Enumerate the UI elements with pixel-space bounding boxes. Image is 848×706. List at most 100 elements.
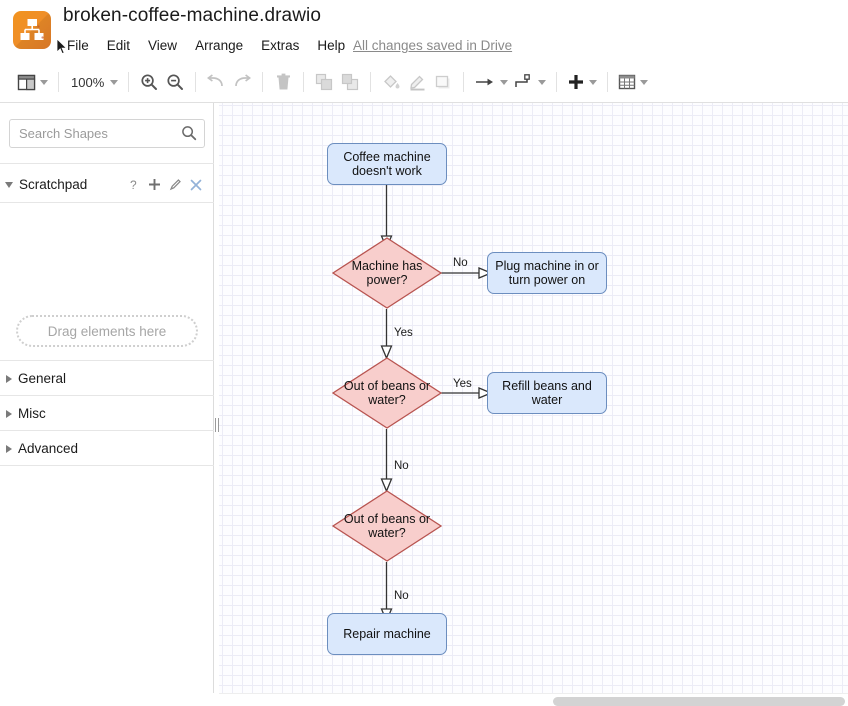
zoom-in-icon[interactable] — [136, 67, 162, 97]
node-label: Out of beans or water? — [343, 512, 431, 540]
sidebar-section-general[interactable]: General — [0, 361, 214, 396]
zoom-out-icon[interactable] — [162, 67, 188, 97]
scratchpad-add-icon[interactable] — [148, 178, 161, 191]
menu-extras[interactable]: Extras — [261, 38, 300, 53]
edge-label-power-yes: Yes — [394, 327, 413, 339]
sidebar-splitter[interactable] — [214, 103, 219, 706]
toolbar: 100% — [0, 62, 848, 103]
svg-text:?: ? — [130, 178, 137, 192]
sidebar-divider — [0, 430, 214, 431]
fill-color-icon[interactable] — [378, 67, 404, 97]
sidebar-section-misc[interactable]: Misc — [0, 396, 214, 431]
sidebar-section-scratchpad[interactable]: Scratchpad ? — [0, 167, 214, 202]
waypoints-caret-icon[interactable] — [538, 79, 547, 85]
sidebar-divider — [0, 395, 214, 396]
sidebar-splitter-grip[interactable] — [215, 418, 219, 432]
sidebar-divider — [0, 202, 214, 203]
sidebar-section-general-label: General — [18, 371, 67, 386]
flowchart-edges — [380, 185, 493, 623]
toolbar-separator — [370, 72, 372, 92]
node-plug-machine-in[interactable]: Plug machine in or turn power on — [487, 252, 607, 294]
edge-label-power-no: No — [453, 257, 468, 269]
scratchpad-edit-pencil-icon[interactable] — [169, 178, 182, 191]
shadow-icon[interactable] — [430, 67, 456, 97]
node-label: Plug machine in or turn power on — [495, 259, 599, 287]
send-to-back-icon[interactable] — [337, 67, 363, 97]
menu-view[interactable]: View — [148, 38, 178, 53]
node-out-of-beans-or-water-2[interactable]: Out of beans or water? — [332, 490, 442, 562]
shapes-sidebar: Search Shapes Scratchpad ? — [0, 103, 214, 706]
search-shapes-wrapper: Search Shapes — [9, 119, 205, 148]
horizontal-scrollbar[interactable] — [219, 693, 848, 706]
zoom-level-button[interactable]: 100% — [66, 67, 121, 97]
view-caret-icon[interactable] — [40, 79, 48, 85]
scratchpad-help-icon[interactable]: ? — [129, 178, 140, 192]
toolbar-separator — [463, 72, 465, 92]
drawio-logo-icon — [13, 11, 51, 49]
toolbar-separator — [303, 72, 305, 92]
table-grid-icon[interactable] — [615, 67, 651, 97]
bring-to-front-icon[interactable] — [311, 67, 337, 97]
scratchpad-dropzone[interactable]: Drag elements here — [16, 315, 198, 347]
sidebar-divider — [0, 360, 214, 361]
menu-arrange[interactable]: Arrange — [195, 38, 244, 53]
sidebar-divider — [0, 465, 214, 466]
chevron-right-icon[interactable] — [6, 374, 12, 383]
undo-icon[interactable] — [203, 67, 229, 97]
scratchpad-actions: ? — [129, 178, 202, 192]
flowchart: Coffee machine doesn't work Machine has … — [219, 103, 848, 706]
zoom-caret-icon[interactable] — [110, 79, 119, 85]
chevron-right-icon[interactable] — [6, 409, 12, 418]
search-input[interactable]: Search Shapes — [9, 119, 205, 148]
node-label: Machine has power? — [351, 259, 423, 287]
toolbar-separator — [195, 72, 197, 92]
toolbar-separator — [607, 72, 609, 92]
trash-icon[interactable] — [270, 67, 296, 97]
chevron-down-icon[interactable] — [5, 181, 13, 188]
table-caret-icon[interactable] — [640, 79, 649, 85]
connection-arrow-icon[interactable] — [471, 67, 511, 97]
redo-icon[interactable] — [229, 67, 255, 97]
scratchpad-close-icon[interactable] — [190, 179, 202, 191]
edge-label-beans2-no: No — [394, 590, 409, 602]
toolbar-separator — [262, 72, 264, 92]
edge-label-beans1-yes: Yes — [453, 378, 472, 390]
toolbar-separator — [58, 72, 59, 92]
node-out-of-beans-or-water-1[interactable]: Out of beans or water? — [332, 357, 442, 429]
diagram-canvas[interactable]: Coffee machine doesn't work Machine has … — [219, 103, 848, 706]
document-title: broken-coffee-machine.drawio — [63, 5, 322, 26]
mouse-cursor-icon — [56, 38, 68, 55]
toolbar-separator — [128, 72, 130, 92]
node-refill-beans-and-water[interactable]: Refill beans and water — [487, 372, 607, 414]
sidebar-section-advanced[interactable]: Advanced — [0, 431, 214, 466]
scratchpad-label: Scratchpad — [19, 177, 88, 192]
edge-label-beans1-no: No — [394, 460, 409, 472]
insert-plus-icon[interactable] — [564, 67, 600, 97]
sidebar-section-misc-label: Misc — [18, 406, 46, 421]
waypoints-icon[interactable] — [511, 67, 549, 97]
node-label: Refill beans and water — [502, 379, 592, 407]
menu-bar: File Edit View Arrange Extras Help — [63, 36, 354, 56]
insert-caret-icon[interactable] — [589, 79, 598, 85]
line-color-icon[interactable] — [404, 67, 430, 97]
title-bar: broken-coffee-machine.drawio File Edit V… — [0, 0, 848, 62]
chevron-right-icon[interactable] — [6, 444, 12, 453]
node-repair-machine[interactable]: Repair machine — [327, 613, 447, 655]
toolbar-separator — [556, 72, 558, 92]
menu-file[interactable]: File — [67, 38, 89, 53]
node-label: Coffee machine doesn't work — [343, 150, 431, 178]
horizontal-scrollbar-thumb[interactable] — [553, 697, 845, 706]
menu-edit[interactable]: Edit — [106, 38, 131, 53]
zoom-level-label: 100% — [71, 74, 105, 90]
node-coffee-machine-doesnt-work[interactable]: Coffee machine doesn't work — [327, 143, 447, 185]
view-layers-icon[interactable] — [14, 67, 51, 97]
node-label: Repair machine — [343, 627, 431, 641]
menu-help[interactable]: Help — [317, 38, 346, 53]
connection-caret-icon[interactable] — [500, 79, 509, 85]
node-machine-has-power[interactable]: Machine has power? — [332, 237, 442, 309]
save-status-link[interactable]: All changes saved in Drive — [353, 38, 513, 53]
sidebar-section-advanced-label: Advanced — [18, 441, 79, 456]
node-label: Out of beans or water? — [343, 379, 431, 407]
search-icon[interactable] — [181, 125, 197, 146]
